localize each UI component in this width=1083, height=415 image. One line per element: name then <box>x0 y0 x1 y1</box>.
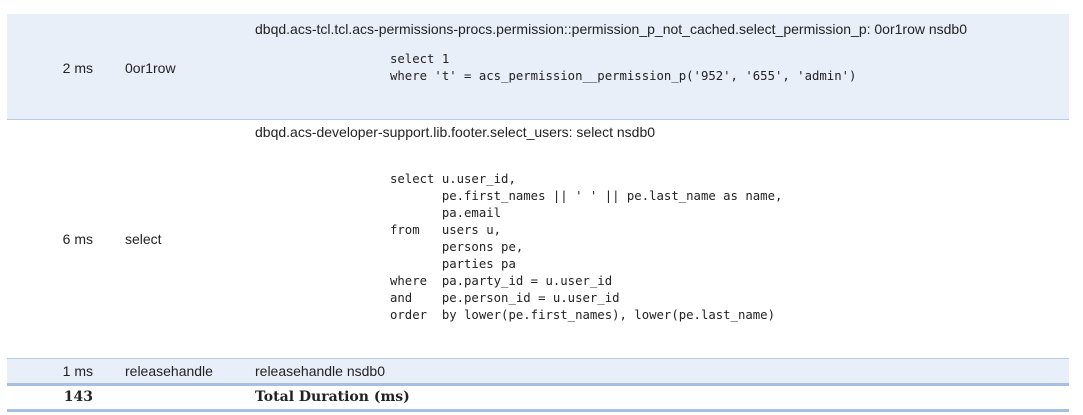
duration-cell: 2 ms <box>62 60 93 76</box>
statement-name-cell: releasehandle nsdb0 <box>255 363 385 379</box>
total-duration-value: 143 <box>63 389 93 405</box>
table-row: 6 ms select dbqd.acs-developer-support.l… <box>7 120 1069 358</box>
table-row: 2 ms 0or1row dbqd.acs-tcl.tcl.acs-permis… <box>7 14 1069 119</box>
duration-cell: 1 ms <box>62 363 93 379</box>
query-type-cell: releasehandle <box>125 363 213 379</box>
row-divider <box>7 119 1069 120</box>
sql-text: select 1 where 't' = acs_permission__per… <box>390 52 857 83</box>
statement-name-cell: dbqd.acs-developer-support.lib.footer.se… <box>255 124 656 140</box>
table-row: 1 ms releasehandle releasehandle nsdb0 <box>7 359 1069 383</box>
query-type-cell: select <box>125 231 162 247</box>
total-duration-label: Total Duration (ms) <box>255 389 410 405</box>
total-divider <box>7 383 1069 386</box>
duration-cell: 6 ms <box>62 231 93 247</box>
statement-name-cell: dbqd.acs-tcl.tcl.acs-permissions-procs.p… <box>255 21 967 37</box>
query-type-cell: 0or1row <box>125 60 176 76</box>
row-divider <box>7 358 1069 359</box>
sql-text: select u.user_id, pe.first_names || ' ' … <box>390 172 783 322</box>
table-bottom-border <box>7 409 1069 412</box>
total-row: 143 Total Duration (ms) <box>7 386 1069 408</box>
